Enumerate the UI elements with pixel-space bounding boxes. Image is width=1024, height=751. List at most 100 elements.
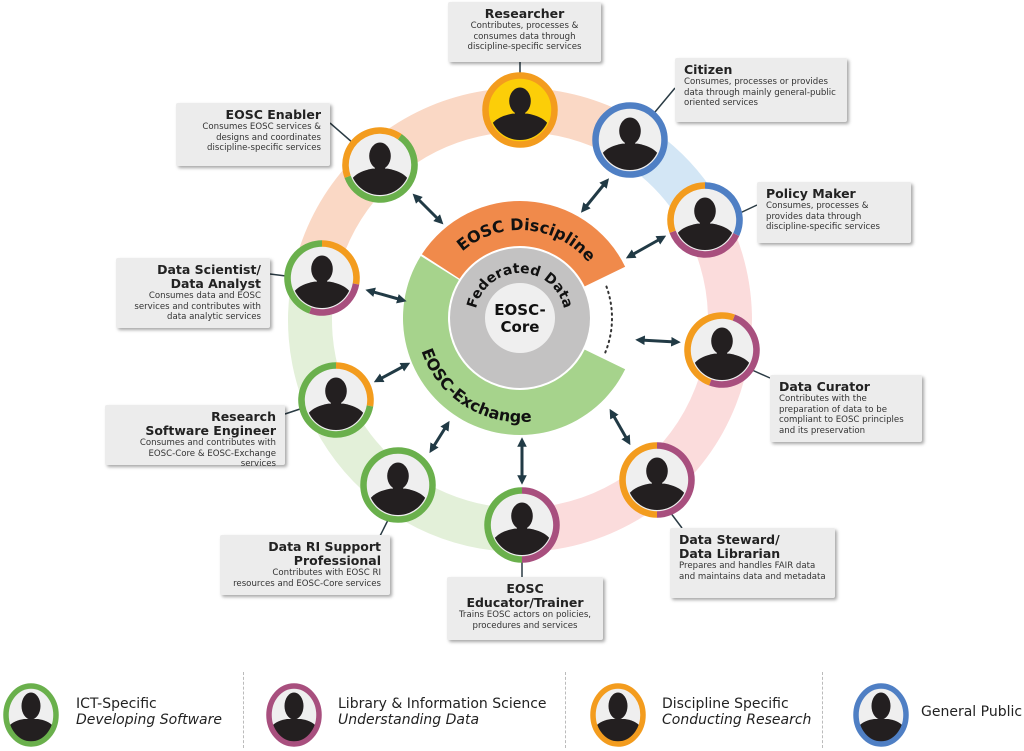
double-arrow-icon — [365, 287, 407, 304]
persona-description: procedures and services — [472, 620, 578, 631]
category-ring-discipline — [684, 312, 735, 386]
double-arrow-icon — [635, 335, 681, 347]
legend-person-icon — [3, 683, 59, 747]
persona-title: Professional — [293, 553, 381, 568]
persona-description: Contributes with the — [779, 394, 867, 404]
ring-segment-library — [520, 197, 752, 553]
category-ring-library — [709, 314, 760, 388]
double-arrow-icon — [609, 408, 631, 446]
persona-title: EOSC Enabler — [225, 107, 321, 122]
persona-description: Prepares and handles FAIR data — [679, 561, 816, 571]
legend-divider — [243, 672, 244, 748]
connector-line — [739, 204, 758, 214]
persona-description: data through mainly general-public — [684, 87, 836, 98]
legend-divider — [822, 672, 823, 748]
persona-icon-0[interactable] — [482, 72, 558, 148]
persona-icon-6[interactable] — [298, 362, 374, 438]
persona-description: preparation of data to be — [779, 404, 888, 415]
connector-line — [269, 273, 287, 277]
legend-sublabel: Understanding Data — [338, 712, 480, 728]
connector-line — [751, 369, 771, 379]
persona-title: Researcher — [484, 6, 565, 21]
legend-label: General Public — [921, 704, 1023, 720]
persona-icon-9[interactable] — [484, 487, 560, 563]
persona-description: services and contributes with — [134, 301, 261, 312]
double-arrow-icon — [412, 193, 444, 225]
persona-icon-5[interactable] — [684, 312, 760, 388]
persona-description: Consumes and contributes with — [139, 438, 276, 448]
persona-icons — [284, 72, 760, 563]
category-ring-library — [522, 487, 560, 563]
category-ring-library — [669, 230, 740, 258]
persona-icon-1[interactable] — [342, 127, 418, 203]
persona-description: resources and EOSC-Core services — [233, 578, 381, 589]
person-silhouette-icon — [292, 255, 352, 308]
persona-description: data analytic services — [166, 312, 261, 322]
category-ring-library — [657, 442, 695, 518]
persona-title: Data Librarian — [679, 546, 781, 561]
persona-icon-8[interactable] — [360, 447, 436, 523]
persona-icon-4[interactable] — [284, 240, 360, 316]
persona-description: consumes data through — [473, 31, 576, 42]
eosc-core-circle — [485, 283, 555, 353]
persona-icon-2[interactable] — [592, 102, 668, 178]
persona-title: Data Steward/ — [679, 532, 780, 547]
persona-description: Trains EOSC actors on policies, — [458, 610, 592, 620]
category-ring-ict — [484, 487, 522, 563]
person-silhouette-icon — [368, 462, 428, 515]
category-ring-discipline — [322, 240, 360, 285]
legend-divider — [565, 672, 566, 748]
double-arrow-icon — [429, 420, 450, 454]
persona-icon-7[interactable] — [619, 442, 695, 518]
persona-title: Software Engineer — [145, 423, 276, 438]
persona-title: Data Scientist/ — [157, 262, 261, 277]
category-ring-public — [705, 182, 743, 236]
double-arrow-icon — [580, 178, 610, 213]
persona-title: Policy Maker — [766, 186, 856, 201]
persona-description: and maintains data and metadata — [679, 571, 826, 582]
category-ring-public — [592, 102, 668, 178]
persona-title: Data Curator — [779, 379, 870, 394]
category-ring-discipline — [336, 362, 374, 407]
person-silhouette-icon — [675, 197, 735, 250]
persona-description: oriented services — [684, 98, 759, 108]
persona-title: Research — [211, 409, 276, 424]
persona-description: Consumes data and EOSC — [148, 291, 261, 301]
person-silhouette-icon — [306, 377, 366, 430]
eosc-exchange-ring — [402, 255, 626, 436]
legend-label: Library & Information Science — [338, 696, 547, 712]
category-ring-ict — [284, 240, 322, 314]
persona-title: Citizen — [684, 62, 733, 77]
person-silhouette-icon — [492, 502, 552, 555]
connector-line — [329, 122, 354, 144]
persona-description: and its preservation — [779, 425, 866, 436]
double-arrow-icon — [625, 235, 667, 259]
connector-line — [284, 408, 301, 415]
persona-description: Contributes with EOSC RI — [272, 568, 381, 578]
persona-description: discipline-specific services — [766, 222, 880, 232]
persona-description: Consumes, processes or provides — [684, 77, 829, 87]
legend-person-icon — [853, 683, 909, 747]
persona-description: discipline-specific services — [467, 42, 582, 52]
connector-line — [379, 519, 389, 537]
connection-arrows — [365, 178, 681, 485]
persona-title: Data RI Support — [268, 539, 381, 554]
legend-person-icon — [266, 683, 322, 747]
persona-description: Consumes EOSC services & — [202, 122, 321, 132]
legend-person-icon — [590, 683, 646, 747]
category-ring-ict — [360, 447, 436, 523]
person-silhouette-icon — [350, 142, 410, 195]
person-silhouette-icon — [490, 87, 550, 140]
persona-icon-3[interactable] — [667, 182, 743, 258]
legend-label: Discipline Specific — [662, 696, 789, 712]
persona-title: EOSC — [506, 581, 544, 596]
legend-sublabel: Developing Software — [76, 712, 223, 728]
persona-description: Contributes, processes & — [470, 21, 579, 31]
eosc-discipline-ring — [421, 201, 626, 287]
eosc-core-label: EOSC- — [494, 301, 545, 319]
